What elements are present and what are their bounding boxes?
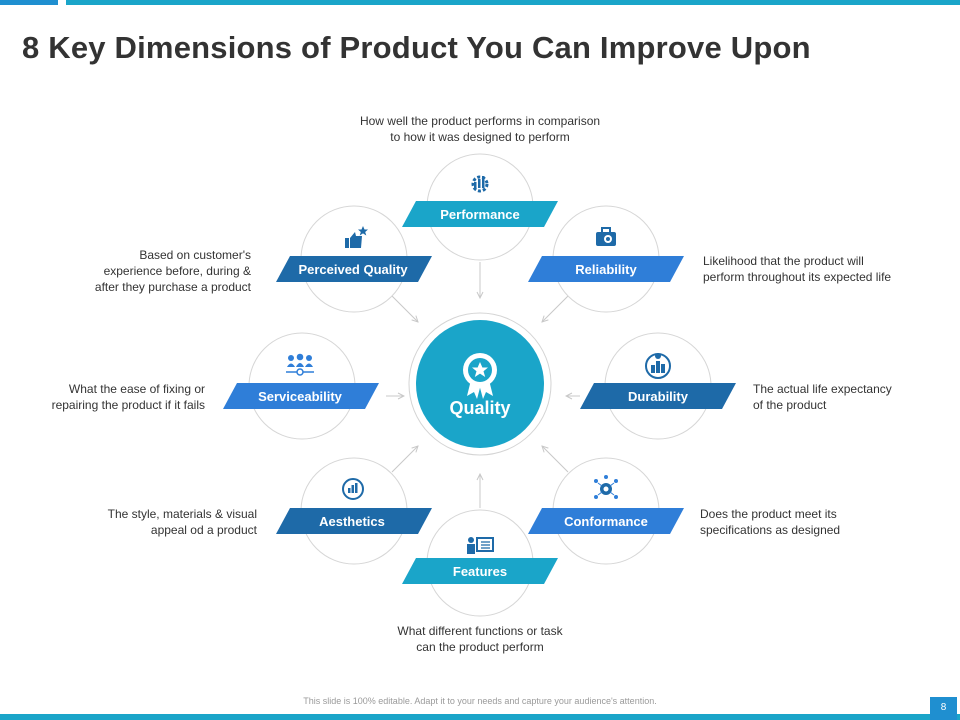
award-ribbon-icon bbox=[463, 353, 497, 399]
durability-label: Durability bbox=[628, 389, 689, 404]
conformance-banner bbox=[528, 508, 684, 534]
aesthetics-banner bbox=[276, 508, 432, 534]
slide-title: 8 Key Dimensions of Product You Can Impr… bbox=[22, 30, 811, 65]
durability-banner bbox=[580, 383, 736, 409]
perceived-quality-description: Based on customer's experience before, d… bbox=[30, 247, 251, 295]
connector-arrows bbox=[386, 262, 580, 508]
aesthetics-label: Aesthetics bbox=[319, 514, 385, 529]
performance-description-line-2: to how it was designed to perform bbox=[390, 130, 570, 144]
toolbox-icon bbox=[596, 227, 616, 246]
serviceability-label: Serviceability bbox=[258, 389, 343, 404]
bar-chart-circle-icon bbox=[342, 478, 364, 500]
performance-description: How well the product performs in compari… bbox=[330, 113, 630, 145]
performance-description-line-1: How well the product performs in compari… bbox=[359, 114, 601, 128]
conformance-description: Does the product meet its specifications… bbox=[700, 506, 920, 538]
top-accent-bar-right bbox=[66, 0, 960, 5]
reliability-label: Reliability bbox=[575, 262, 637, 277]
serviceability-description-line-1: What the ease of fixing or bbox=[68, 382, 205, 396]
conformance-description-line-2: specifications as designed bbox=[700, 523, 841, 537]
features-description: What different functions or task can the… bbox=[330, 623, 630, 655]
durability-description-line-1: The actual life expectancy bbox=[753, 382, 892, 396]
top-accent-bar-left bbox=[0, 0, 58, 5]
serviceability-description: What the ease of fixing or repairing the… bbox=[5, 381, 205, 413]
features-description-line-2: can the product perform bbox=[416, 640, 544, 654]
perceived-quality-description-line-2: experience before, during & bbox=[103, 264, 251, 278]
aesthetics-description-line-2: appeal od a product bbox=[150, 523, 257, 537]
features-banner bbox=[402, 558, 558, 584]
durability-description-line-2: of the product bbox=[753, 398, 827, 412]
bottom-accent-bar bbox=[0, 714, 960, 720]
perceived-quality-description-line-3: after they purchase a product bbox=[94, 280, 251, 294]
reliability-description: Likelihood that the product will perform… bbox=[703, 253, 943, 285]
perceived-quality-banner bbox=[276, 256, 432, 282]
team-service-icon bbox=[286, 353, 314, 376]
presenter-board-icon bbox=[467, 537, 494, 554]
page-number: 8 bbox=[930, 697, 957, 720]
features-description-line-1: What different functions or task bbox=[397, 624, 563, 638]
durability-description: The actual life expectancy of the produc… bbox=[753, 381, 943, 413]
thumbs-up-star-icon bbox=[345, 226, 368, 248]
reliability-description-line-1: Likelihood that the product will bbox=[703, 254, 864, 268]
performance-banner bbox=[402, 201, 558, 227]
perceived-quality-description-line-1: Based on customer's bbox=[139, 248, 251, 262]
serviceability-description-line-2: repairing the product if it fails bbox=[51, 398, 205, 412]
conformance-label: Conformance bbox=[564, 514, 648, 529]
gear-chart-icon bbox=[471, 175, 489, 193]
aesthetics-description: The style, materials & visual appeal od … bbox=[37, 506, 257, 538]
footer-note: This slide is 100% editable. Adapt it to… bbox=[303, 696, 657, 706]
aesthetics-description-line-1: The style, materials & visual bbox=[107, 507, 257, 521]
perceived-quality-label: Perceived Quality bbox=[298, 262, 408, 277]
quality-center-label: Quality bbox=[449, 398, 510, 418]
center-outer-ring bbox=[408, 312, 552, 456]
performance-label: Performance bbox=[440, 207, 519, 222]
serviceability-banner bbox=[223, 383, 379, 409]
features-label: Features bbox=[453, 564, 507, 579]
conformance-description-line-1: Does the product meet its bbox=[700, 507, 837, 521]
network-gear-icon bbox=[594, 475, 618, 499]
reliability-description-line-2: perform throughout its expected life bbox=[703, 270, 892, 284]
globe-buildings-icon bbox=[645, 353, 671, 379]
reliability-banner bbox=[528, 256, 684, 282]
